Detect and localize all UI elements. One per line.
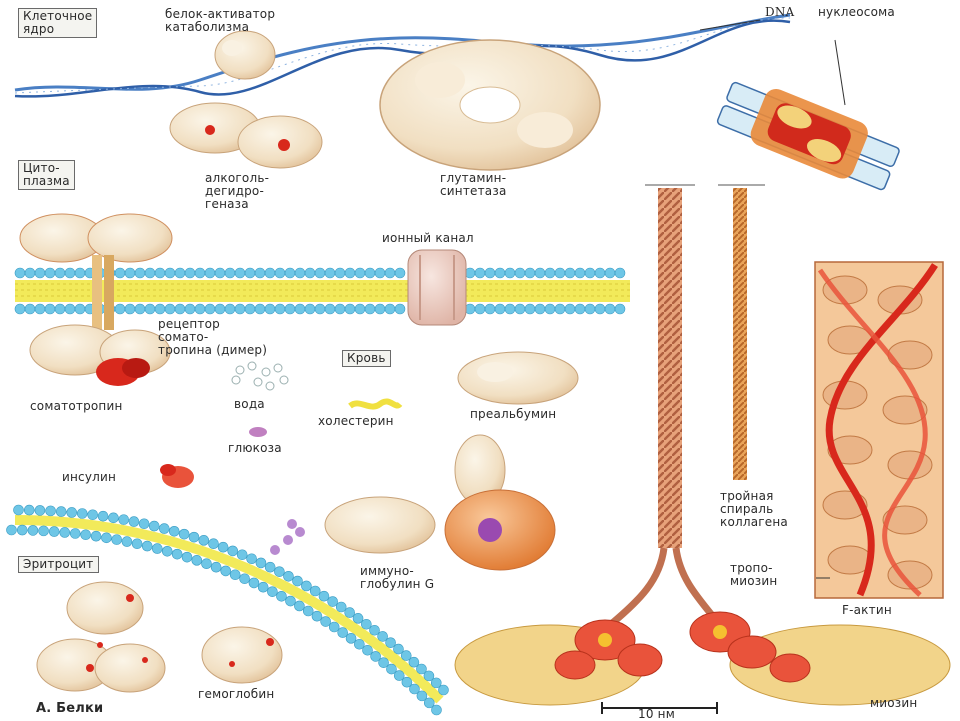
ion-channel [407, 249, 467, 326]
label-tropomyosin: тропо- миозин [730, 561, 778, 588]
scale-bar [601, 702, 718, 714]
insulin [160, 464, 194, 488]
label-water: вода [234, 397, 265, 411]
scale-label: 10 нм [638, 707, 675, 721]
label-igg: иммуно- глобулин G [360, 564, 435, 591]
prealbumin [457, 351, 579, 405]
label-hemoglobin: гемоглобин [198, 687, 275, 701]
myosin-heads [454, 611, 951, 706]
region-blood: Кровь [342, 350, 391, 367]
label-prealbumin: преальбумин [470, 407, 557, 421]
cholesterol-molecule [348, 398, 403, 410]
somatotropin-molecule [96, 358, 150, 386]
erythrocyte-membrane [6, 504, 449, 716]
label-cholesterol: холестерин [318, 414, 394, 428]
region-cytoplasm: Цито- плазма [18, 160, 75, 190]
label-nucleosome: нуклеосома [818, 5, 895, 19]
label-receptor: рецептор сомато- тропина (димер) [158, 317, 268, 357]
membrane-beads [14, 267, 626, 315]
label-cap: белок-активатор катаболизма [165, 7, 276, 34]
region-erythrocyte: Эритроцит [18, 556, 99, 573]
label-glucose: глюкоза [228, 441, 282, 455]
label-ion-channel: ионный канал [382, 231, 474, 245]
nucleosome [716, 81, 900, 191]
label-dna: DNA [765, 5, 795, 19]
label-myosin: миозин [870, 696, 918, 710]
cap-protein [214, 30, 276, 80]
figure-title: А. Белки [36, 701, 104, 716]
glucose-molecule [249, 427, 267, 437]
collagen-helix [718, 184, 765, 480]
water-molecules [231, 361, 289, 391]
dna-pointer [699, 19, 761, 31]
label-f-actin: F-актин [842, 603, 892, 617]
glutamine-synthetase [379, 39, 601, 171]
cell-membrane [15, 280, 630, 302]
hemoglobin-molecules [36, 581, 283, 693]
label-insulin: инсулин [62, 470, 117, 484]
label-glutamine-synthetase: глутамин- синтетаза [440, 171, 507, 198]
myosin-tail [607, 184, 723, 628]
dna-helix [14, 13, 791, 98]
label-collagen: тройная спираль коллагена [720, 489, 788, 529]
label-adh: алкоголь- дегидро- геназа [205, 171, 270, 211]
adh-protein [169, 102, 323, 169]
region-nucleus: Клеточное ядро [18, 8, 98, 38]
label-somatotropin: соматотропин [30, 399, 123, 413]
immunoglobulin-g [270, 434, 556, 571]
nucleosome-pointer [834, 39, 846, 106]
f-actin [814, 261, 944, 599]
somatotropin-receptor [19, 213, 173, 376]
